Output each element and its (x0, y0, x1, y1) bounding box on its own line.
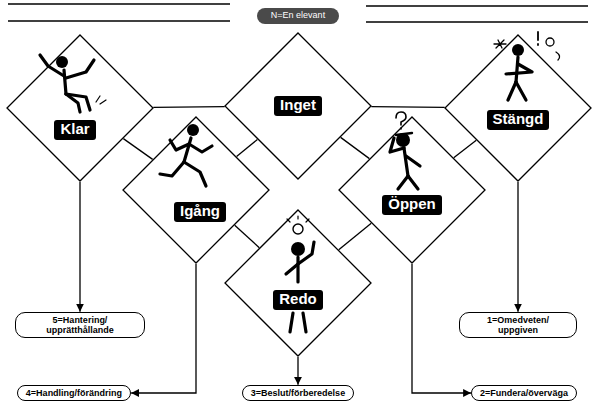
stage-description: 5=Hantering/ upprätthållande (24, 315, 136, 336)
diamond-outline (338, 116, 486, 264)
stage-diamond: Redo (224, 209, 372, 357)
stage-label: Redo (273, 290, 323, 310)
connector (297, 357, 298, 385)
connector (79, 182, 80, 312)
diamond-outline (224, 209, 372, 357)
diamond-shape (339, 117, 485, 263)
diamond-shape (225, 33, 371, 179)
title-pill: N=En elevant (257, 8, 339, 24)
connector (235, 225, 260, 247)
connector (454, 140, 477, 157)
stage-description: 3=Beslut/förberedelse (251, 388, 345, 398)
connector (339, 223, 371, 250)
stage-diamond: Igång (122, 116, 270, 264)
stage-label: Igång (174, 202, 226, 222)
stage-label: Klar (54, 120, 95, 140)
diamond-outline (122, 116, 270, 264)
stage-label: Inget (274, 96, 322, 116)
stage-box: 4=Handling/förändring (17, 385, 131, 401)
connector (153, 106, 224, 108)
stage-diamond: Stängd (444, 34, 592, 182)
diamond-shape (7, 35, 153, 181)
stage-box: 1=Omedveten/ uppgiven (459, 312, 577, 339)
stage-box: 3=Beslut/förberedelse (242, 385, 354, 401)
stage-box: 5=Hantering/ upprätthållande (15, 312, 145, 339)
diamond-outline (444, 34, 592, 182)
stage-box: 2=Fundera/överväga (471, 385, 577, 401)
stage-label: Öppen (382, 195, 442, 215)
stage-diamond: Öppen (338, 116, 486, 264)
stage-description: 1=Omedveten/ uppgiven (468, 315, 568, 336)
diamond-outline (6, 34, 154, 182)
figure-ready (40, 55, 106, 112)
connector (371, 106, 444, 108)
stage-label: Stängd (487, 110, 550, 130)
connector (341, 137, 370, 158)
figure-ready-idea (286, 216, 314, 332)
figure-running (160, 124, 212, 186)
connector (123, 139, 152, 160)
connector (517, 182, 518, 312)
stage-diamond: Inget (224, 32, 372, 180)
stage-diamond: Klar (6, 34, 154, 182)
connector (237, 139, 258, 156)
stage-description: 4=Handling/förändring (26, 388, 122, 398)
diamond-shape (123, 117, 269, 263)
diamond-shape (445, 35, 591, 181)
diamond-shape (225, 210, 371, 356)
stage-description: 2=Fundera/överväga (480, 388, 568, 398)
